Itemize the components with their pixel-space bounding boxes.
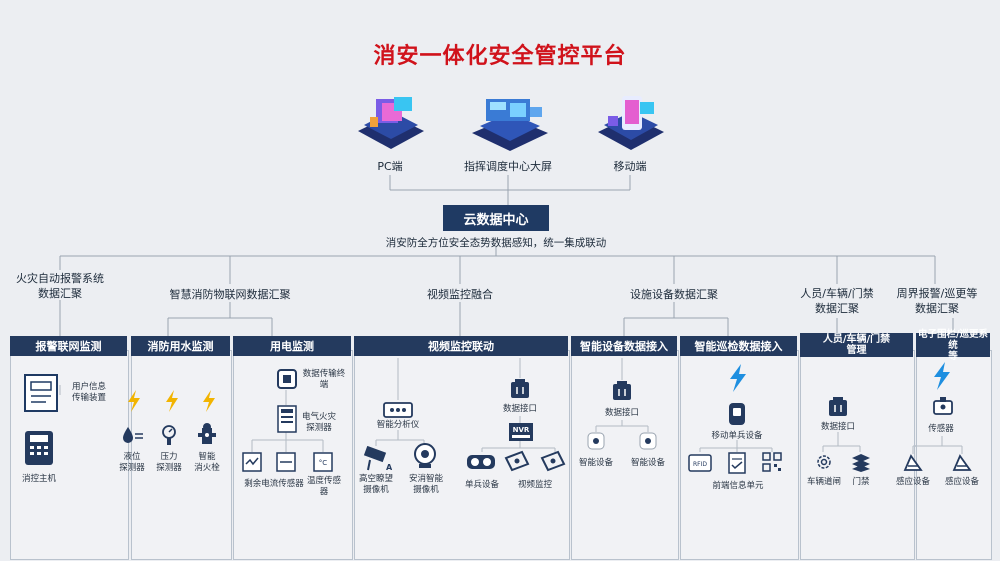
sd-interface-icon xyxy=(613,381,631,400)
data-terminal-label: 数据传输终 端 xyxy=(302,369,346,390)
bar-power: 用电监测 xyxy=(233,336,351,356)
rfid-text: RFID xyxy=(693,461,707,468)
group-water xyxy=(131,350,232,560)
terminal-pc-label: PC端 xyxy=(377,160,403,173)
access-interface-label: 数据接口 xyxy=(820,422,855,432)
video-mon-2-icon xyxy=(540,450,566,472)
temp-label: 温度传感 器 xyxy=(306,476,341,497)
induct2-label: 感应设备 xyxy=(944,477,979,487)
subsystem-video: 视频监控融合 xyxy=(427,288,493,301)
terminal-mobile-label: 移动端 xyxy=(613,160,647,173)
page-title: 消安一体化安全管控平台 xyxy=(373,44,627,69)
analyzer-icon xyxy=(383,402,413,418)
level-label: 液位 探测器 xyxy=(119,452,145,473)
bolt-icon xyxy=(166,390,178,412)
sensor-icon xyxy=(933,397,953,415)
pc-illustration-icon xyxy=(358,97,424,149)
subsystem-iot: 智慧消防物联网数据汇聚 xyxy=(169,288,291,301)
residual-label: 剩余电流传感器 xyxy=(244,479,304,489)
hydrant-label: 智能 消火栓 xyxy=(194,452,220,473)
terminal-screen-label: 指挥调度中心大屏 xyxy=(464,160,552,173)
induction-device-icon xyxy=(903,454,923,471)
qr-code-icon xyxy=(762,452,782,472)
nvr-icon: NVR xyxy=(509,423,533,441)
induction-device-2-icon xyxy=(952,454,972,471)
residual-sensor-icon xyxy=(242,452,262,472)
cloud-data-center: 云数据中心 xyxy=(443,205,549,231)
frontend-icon xyxy=(728,452,746,474)
fire-host-label: 消控主机 xyxy=(21,474,56,484)
ai-text: AI xyxy=(386,463,392,472)
user-info-device-icon xyxy=(24,374,58,412)
svg-text:°C: °C xyxy=(319,459,328,467)
rfid-icon: RFID xyxy=(688,454,712,472)
flash-icon xyxy=(730,364,746,392)
door-label: 门禁 xyxy=(852,477,870,487)
smart-device-icon xyxy=(587,432,605,450)
data-interface-label: 数据接口 xyxy=(502,404,537,414)
subsystem-access: 人员/车辆/门禁 数据汇聚 xyxy=(800,287,874,315)
screen-illustration-icon xyxy=(472,99,548,151)
level-sensor-icon xyxy=(123,427,143,443)
high-cam-label: 高空瞭望 摄像机 xyxy=(358,474,393,495)
mobile-soldier-label: 移动单兵设备 xyxy=(711,431,763,441)
frontend-label: 前端信息单元 xyxy=(712,481,764,491)
bolt-icon xyxy=(203,390,215,412)
pressure-label: 压力 探测器 xyxy=(156,452,182,473)
mobile-soldier-icon xyxy=(729,403,745,425)
flash-icon xyxy=(934,362,950,390)
layers-icon xyxy=(852,454,870,472)
smart-cam-icon xyxy=(414,443,436,468)
pressure-sensor-icon xyxy=(162,425,176,445)
video-mon-icon xyxy=(504,450,530,472)
data-terminal-icon xyxy=(277,369,297,389)
analyzer-label: 智能分析仪 xyxy=(376,420,420,430)
hydrant-icon xyxy=(198,423,216,444)
smart-cam-label: 安消智能 摄像机 xyxy=(408,474,443,495)
group-access xyxy=(800,350,915,560)
soldier-device-icon xyxy=(467,455,495,469)
access-interface-icon xyxy=(829,397,847,416)
gate-label: 车辆道闸 xyxy=(806,477,841,487)
data-interface-icon xyxy=(511,379,529,398)
user-info-label: 用户信息 传输装置 xyxy=(71,382,106,403)
smart-device-2-icon xyxy=(639,432,657,450)
sd-interface-label: 数据接口 xyxy=(604,408,639,418)
cloud-subtitle: 消安防全方位安全态势数据感知，统一集成联动 xyxy=(385,237,607,249)
group-fence xyxy=(916,350,992,560)
bar-access: 人员/车辆/门禁 管理 xyxy=(800,333,913,357)
soldier-label: 单兵设备 xyxy=(464,480,499,490)
high-cam-icon: AI xyxy=(363,446,392,472)
smart-dev1-label: 智能设备 xyxy=(578,458,613,468)
residual-sensor-2-icon xyxy=(276,452,296,472)
subsystem-facility: 设施设备数据汇聚 xyxy=(630,288,718,301)
bar-fence: 电子围栏/巡更系统 等 xyxy=(916,329,990,362)
bar-video: 视频监控联动 xyxy=(354,336,568,356)
elec-fire-detector-icon xyxy=(277,405,297,433)
group-video xyxy=(354,350,570,560)
induct1-label: 感应设备 xyxy=(895,477,930,487)
video-mon-label: 视频监控 xyxy=(517,480,552,490)
bar-water: 消防用水监测 xyxy=(131,336,230,356)
sensor-label: 传感器 xyxy=(928,424,954,434)
subsystem-perimeter: 周界报警/巡更等 数据汇聚 xyxy=(896,287,978,315)
temp-sensor-icon: °C xyxy=(313,452,333,472)
bolt-icon xyxy=(128,390,140,412)
bar-patrol: 智能巡检数据接入 xyxy=(680,336,797,356)
gear-icon xyxy=(817,455,831,469)
subsystem-fire-alarm: 火灾自动报警系统 数据汇聚 xyxy=(16,272,104,300)
mobile-illustration-icon xyxy=(598,96,664,150)
elec-fire-label: 电气火灾 探测器 xyxy=(301,412,336,433)
bar-alarm: 报警联网监测 xyxy=(10,336,127,356)
fire-host-icon xyxy=(25,431,53,465)
nvr-text: NVR xyxy=(513,426,530,434)
smart-dev2-label: 智能设备 xyxy=(630,458,665,468)
bar-smart-device: 智能设备数据接入 xyxy=(571,336,677,356)
